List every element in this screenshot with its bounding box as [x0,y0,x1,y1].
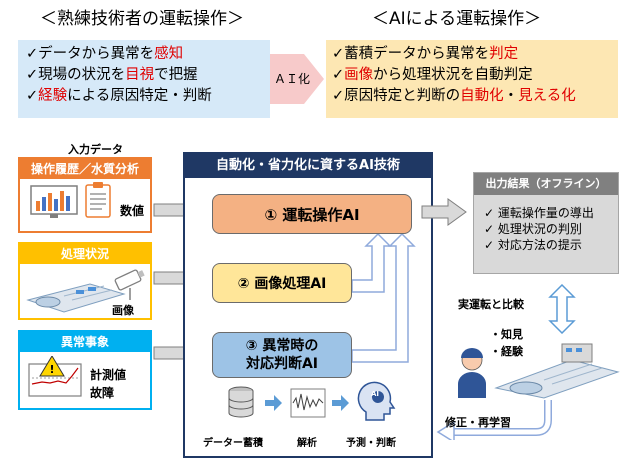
right-item-2: ✓画像から処理状況を自動判定 [332,67,533,83]
database-icon [228,386,254,418]
ai-conversion-arrow [270,54,324,104]
input-panel-operation-history: 操作履歴／水質分析 数値 [18,157,152,233]
compare-label: 実運転と比較 [458,298,524,311]
abnormal-response-ai-line2: 対応判断AI [245,356,319,372]
plant-icon [494,343,620,399]
image-processing-ai-box: ② 画像処理AI [212,263,352,303]
analysis-waveform-icon [290,388,326,418]
retrain-arrow [436,400,552,440]
output-panel: 出力結果（オフライン） ✓ 運転操作量の導出 ✓ 処理状況の判別 ✓ 対応方法の… [473,172,619,274]
compare-double-arrow [548,284,576,334]
panel-head-operation-history: 操作履歴／水質分析 [20,159,150,179]
operator-plant-illustration [458,343,620,399]
operator-icon [458,348,486,398]
left-item-2: ✓現場の状況を目視で把握 [26,67,198,83]
knowledge-label: ・知見 [490,328,523,341]
right-item-1: ✓蓄積データから異常を判定 [332,46,519,62]
step-label-prediction: 予測・判断 [346,438,396,449]
panel-head-abnormal-event: 異常事象 [20,332,150,352]
output-item-2: ✓ 処理状況の判別 [484,222,582,236]
step-label-analysis: 解析 [297,438,317,449]
output-arrow [421,198,467,226]
input-panel-processing-status: 処理状況 画像 [18,242,152,320]
left-section-title: ＜熟練技術者の運転操作＞ [40,9,244,29]
input-panel-abnormal-event: 異常事象 ! 計測値 故障 [18,330,152,410]
ai-conversion-label: ＡＩ化 [274,72,311,86]
arrow-from-image-ai [352,234,392,293]
numeric-label: 数値 [120,204,145,218]
image-label: 画像 [112,304,134,317]
svg-text:!: ! [49,363,54,376]
ai-technology-title: 自動化・省力化に資するAI技術 [185,154,431,178]
output-title: 出力結果（オフライン） [474,173,618,195]
ai-operation-box: ✓蓄積データから異常を判定 ✓画像から処理状況を自動判定 ✓原因特定と判断の自動… [326,40,618,118]
arrow-from-abnormal-ai [352,234,416,363]
step-label-data-accumulation: データー蓄積 [203,438,263,449]
right-item-3: ✓原因特定と判断の自動化・見える化 [332,88,576,104]
skilled-operator-box: ✓データから異常を感知 ✓現場の状況を目視で把握 ✓経験による原因特定・判断 [18,40,270,118]
ai-brain-head-icon [357,381,396,421]
step-arrow-1 [265,395,282,411]
output-item-3: ✓ 対応方法の提示 [484,238,582,252]
right-section-title: ＜AIによる運転操作＞ [372,9,542,29]
feed-up-arrows [352,234,416,363]
output-item-1: ✓ 運転操作量の導出 [484,206,594,220]
left-item-1: ✓データから異常を感知 [26,46,184,62]
warning-chart-icon: ! [28,356,82,397]
ai-badge: AI [371,390,380,398]
abnormal-response-ai-box: ③ 異常時の 対応判断AI [212,332,352,378]
retrain-label: 修正・再学習 [445,416,511,429]
clipboard-icon [85,182,111,218]
input-data-title: 入力データ [68,143,123,156]
operation-ai-box: ① 運転操作AI [212,194,412,234]
abnormal-response-ai-line1: ③ 異常時の [245,338,319,354]
measurement-label: 計測値 [90,368,127,382]
treatment-plant-camera-icon [26,269,145,313]
step-arrow-2 [332,395,349,411]
monitor-chart-icon [30,185,78,218]
left-item-3: ✓経験による原因特定・判断 [26,88,212,104]
panel-head-processing-status: 処理状況 [20,244,150,264]
experience-label: ・経験 [490,345,523,358]
failure-label: 故障 [90,386,115,400]
